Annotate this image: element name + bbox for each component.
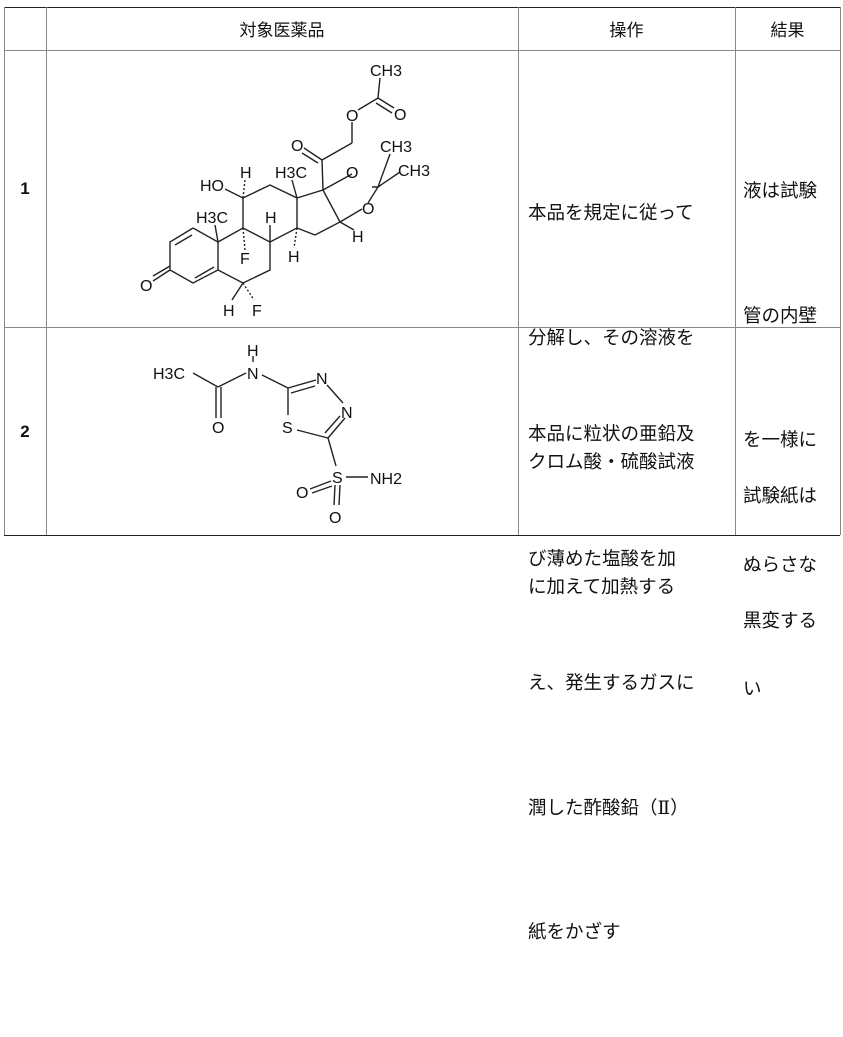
structure-1: CH3 O O O CH3 CH3 O O HO H H3C H3C H F H… xyxy=(140,63,430,320)
table-top-border xyxy=(4,7,840,8)
text-line: 黒変する xyxy=(743,610,818,632)
atom-label: H xyxy=(240,165,252,182)
atom-label: O xyxy=(329,510,341,527)
atom-label: H xyxy=(247,343,259,360)
atom-label: NH2 xyxy=(370,471,402,488)
structure-drawings: CH3 O O O CH3 CH3 O O HO H H3C H3C H F H… xyxy=(140,63,430,527)
atom-label: O xyxy=(362,201,374,218)
atom-label: H xyxy=(288,249,300,266)
atom-label: F xyxy=(240,251,250,268)
atom-label: O xyxy=(212,420,224,437)
text-line: 管の内壁 xyxy=(743,305,818,327)
text-line: 潤した酢酸鉛（Ⅱ） xyxy=(528,797,689,819)
col-border xyxy=(4,7,5,535)
atom-label: N xyxy=(316,371,328,388)
atom-label: S xyxy=(282,420,293,437)
structure-2: H3C H N N N O S S NH2 O O xyxy=(153,343,402,527)
atom-label: O xyxy=(394,107,406,124)
atom-label: H xyxy=(223,303,235,320)
header-drug: 対象医薬品 xyxy=(239,21,325,41)
text-line: 分解し、その溶液を xyxy=(528,327,695,349)
atom-label: H3C xyxy=(196,210,228,227)
atom-label: CH3 xyxy=(398,163,430,180)
text-line: 液は試験 xyxy=(743,181,818,202)
atom-label: H3C xyxy=(275,165,307,182)
atom-label: N xyxy=(341,405,353,422)
atom-label: O xyxy=(296,485,308,502)
text-line: 試験紙は xyxy=(743,486,818,507)
header-result: 結果 xyxy=(770,21,805,41)
col-border xyxy=(840,7,841,535)
text-line: 本品に粒状の亜鉛及 xyxy=(528,424,695,445)
atom-label: H xyxy=(265,210,277,227)
header-divider xyxy=(4,50,840,51)
atom-label: CH3 xyxy=(370,63,402,80)
atom-label: H3C xyxy=(153,366,185,383)
text-line: 紙をかざす xyxy=(528,922,621,943)
col-border xyxy=(46,7,47,535)
text-line: クロム酸・硫酸試液 xyxy=(528,452,695,473)
col-border xyxy=(518,7,519,535)
table-bottom-border xyxy=(4,535,840,536)
atom-label: N xyxy=(247,366,259,383)
text-line: を一様に xyxy=(743,430,818,451)
atom-label: H xyxy=(352,229,364,246)
row-number: 1 xyxy=(20,179,30,198)
atom-label: S xyxy=(332,470,343,487)
atom-label: CH3 xyxy=(380,139,412,156)
text-line: え、発生するガスに xyxy=(528,673,695,694)
row-number: 2 xyxy=(20,421,30,441)
atom-label: O xyxy=(291,138,303,155)
atom-label: O xyxy=(346,165,358,182)
atom-label: HO xyxy=(200,178,224,195)
atom-label: F xyxy=(252,303,262,320)
text-line: 本品を規定に従って xyxy=(528,203,694,224)
atom-label: O xyxy=(140,278,152,295)
header-operation: 操作 xyxy=(609,21,644,41)
col-border xyxy=(735,7,736,535)
atom-label: O xyxy=(346,108,358,125)
text-line: び薄めた塩酸を加 xyxy=(528,548,677,570)
row-divider xyxy=(4,327,840,328)
